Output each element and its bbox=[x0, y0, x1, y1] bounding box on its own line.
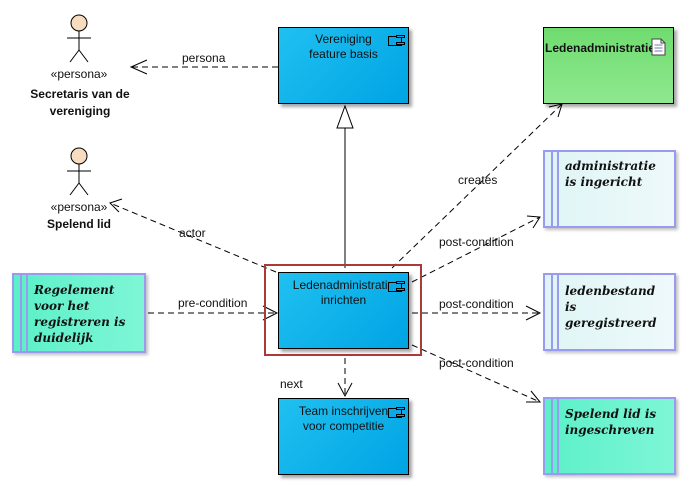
edge-label-post-condition-1: post-condition bbox=[439, 235, 514, 249]
component-ledenadministratie[interactable]: Ledenadministratie bbox=[543, 27, 674, 104]
edge-label-next: next bbox=[280, 377, 303, 391]
state-administratie-ingericht[interactable]: administratie is ingericht bbox=[543, 150, 676, 228]
state-ledenbestand-geregistreerd[interactable]: ledenbestand is geregistreerd bbox=[543, 273, 676, 351]
edge-persona-arrowhead bbox=[129, 59, 148, 75]
state-spelend-lid-ingeschreven[interactable]: Spelend lid is ingeschreven bbox=[543, 397, 676, 475]
component-ledenadministratie-inrichten[interactable]: Ledenadministratie inrichten bbox=[278, 272, 409, 349]
edge-label-creates: creates bbox=[458, 173, 498, 187]
component-icon bbox=[388, 35, 405, 46]
state-regelement-duidelijk[interactable]: Regelement voor het registreren is duide… bbox=[12, 273, 146, 353]
edge-label-post-condition-3: post-condition bbox=[439, 356, 514, 370]
edge-label-actor: actor bbox=[179, 226, 206, 240]
actor-icon[interactable] bbox=[67, 14, 91, 63]
edge-post-condition-1[interactable] bbox=[411, 216, 541, 283]
component-title: Ledenadministratie inrichten bbox=[292, 278, 395, 307]
persona-speler-name[interactable]: Spelend lid bbox=[46, 217, 111, 231]
edge-next-arrowhead bbox=[337, 382, 353, 398]
state-text: administratie is ingericht bbox=[565, 159, 656, 189]
edge-post-condition-1-arrowhead bbox=[526, 215, 541, 229]
edge-creates-arrowhead bbox=[548, 103, 563, 118]
state-text: Spelend lid is ingeschreven bbox=[565, 407, 657, 437]
persona-speler-stereotype: «persona» bbox=[50, 200, 108, 214]
edge-pre-condition-arrowhead bbox=[262, 305, 279, 321]
component-icon bbox=[388, 281, 405, 292]
edge-post-condition-3[interactable] bbox=[411, 344, 541, 403]
actor-icon[interactable] bbox=[67, 147, 91, 196]
state-text: ledenbestand is geregistreerd bbox=[565, 284, 657, 330]
edge-label-post-condition-2: post-condition bbox=[439, 297, 514, 311]
component-team-inschrijven[interactable]: Team inschrijven voor competitie bbox=[278, 398, 409, 475]
component-title: Vereniging feature basis bbox=[309, 32, 378, 61]
persona-secretaris-stereotype: «persona» bbox=[50, 67, 108, 81]
edge-actor-arrowhead bbox=[109, 198, 123, 213]
edge-generalization-arrowhead bbox=[336, 104, 354, 129]
edge-label-pre-condition: pre-condition bbox=[178, 296, 248, 310]
edge-post-condition-2-arrowhead bbox=[525, 305, 542, 321]
edge-post-condition-3-arrowhead bbox=[526, 390, 542, 403]
selection-frame bbox=[264, 264, 422, 356]
component-title: Team inschrijven voor competitie bbox=[298, 404, 389, 433]
component-title: Ledenadministratie bbox=[545, 41, 656, 55]
persona-secretaris-name[interactable]: Secretaris van de vereniging bbox=[30, 87, 130, 118]
document-icon bbox=[651, 38, 666, 56]
component-vereniging-feature-basis[interactable]: Vereniging feature basis bbox=[278, 27, 409, 104]
edge-label-persona: persona bbox=[182, 51, 226, 65]
state-text: Regelement voor het registreren is duide… bbox=[34, 283, 126, 345]
component-icon bbox=[388, 407, 405, 418]
